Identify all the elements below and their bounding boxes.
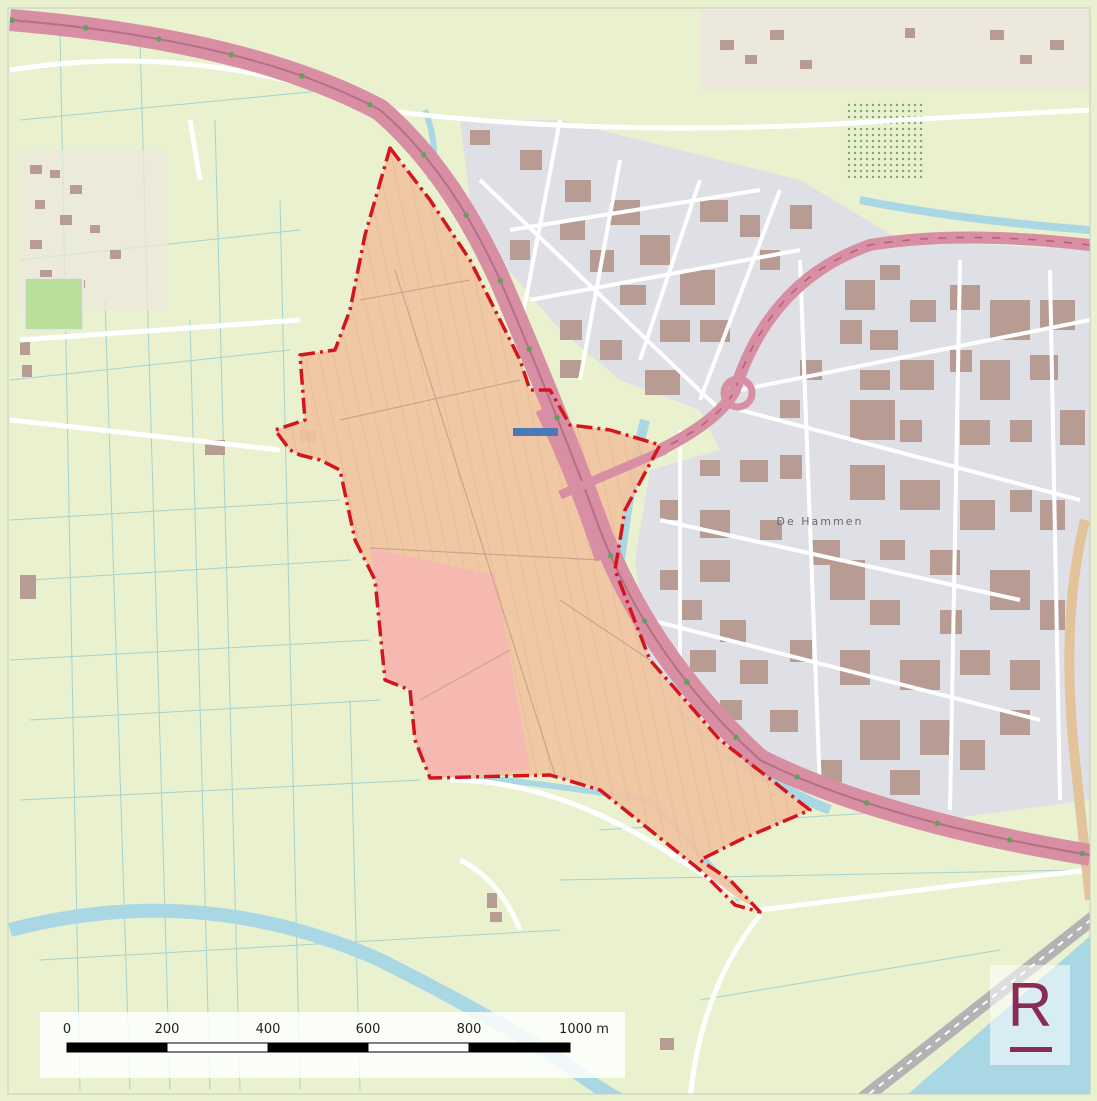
- scale-segment: [367, 1042, 470, 1053]
- town-north-buildings: [720, 28, 1064, 69]
- roundabout[interactable]: [720, 375, 756, 411]
- industrial-area: [460, 120, 1090, 820]
- scale-segment: [166, 1042, 269, 1053]
- plan-boundary: [273, 146, 812, 914]
- highway-ramp: [535, 407, 605, 562]
- plan-area-pink-parcel: [370, 548, 530, 778]
- logo: R: [990, 965, 1070, 1065]
- map-frame: [7, 7, 1091, 1095]
- country-roads: [9, 58, 1090, 1094]
- scale-tick-label: 200: [155, 1022, 180, 1037]
- district-label: De Hammen: [777, 515, 864, 528]
- scale-tick-label: 1000 m: [559, 1022, 609, 1037]
- scale-segment: [66, 1042, 168, 1053]
- logo-underline: [1010, 1047, 1052, 1052]
- orchard: [845, 100, 925, 180]
- scale-segment: [267, 1042, 369, 1053]
- scale-tick-label: 800: [457, 1022, 482, 1037]
- town-north: [700, 10, 1090, 90]
- scale-tick-label: 400: [256, 1022, 281, 1037]
- scale-bar: 0 200 400 600 800 1000 m: [40, 1012, 625, 1078]
- plan-area-ditches: [339, 269, 651, 776]
- overpass: [558, 445, 667, 500]
- scale-tick-label: 600: [356, 1022, 381, 1037]
- logo-letter: R: [1008, 971, 1053, 1040]
- scale-tick-label: 0: [63, 1022, 71, 1037]
- sports-field: [24, 277, 84, 331]
- scale-segment: [468, 1042, 571, 1053]
- exit-sign: [513, 428, 558, 436]
